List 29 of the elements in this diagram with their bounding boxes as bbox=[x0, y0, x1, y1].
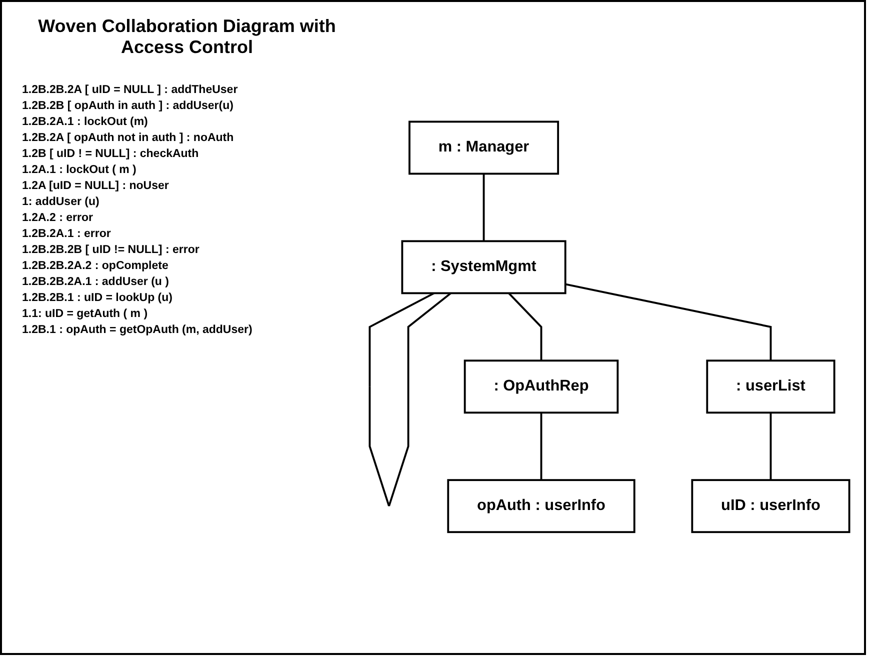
message-label: 1.2B [ uID ! = NULL] : checkAuth bbox=[22, 147, 200, 162]
message-label: 1.2B.2B [ opAuth in auth ] : addUser(u) bbox=[22, 99, 234, 114]
node-box: opAuth : userInfo bbox=[447, 479, 636, 534]
connector bbox=[565, 283, 772, 361]
diagram-title: Woven Collaboration Diagram with Access Control bbox=[37, 16, 337, 58]
message-label: 1.2A.2 : error bbox=[22, 211, 94, 226]
message-label: 1.2B.2B.2B [ uID != NULL] : error bbox=[22, 243, 200, 258]
message-label: 1.1: uID = getAuth ( m ) bbox=[22, 307, 149, 322]
connector bbox=[770, 412, 772, 480]
message-label: 1.2B.2B.2A.2 : opComplete bbox=[22, 259, 170, 274]
message-label: 1.2B.2B.2A [ uID = NULL ] : addTheUser bbox=[22, 83, 239, 98]
connector bbox=[508, 292, 542, 361]
node-box: uID : userInfo bbox=[691, 479, 850, 534]
message-label: 1.2A [uID = NULL] : noUser bbox=[22, 179, 170, 194]
node-box: m : Manager bbox=[408, 120, 560, 175]
node-box: : OpAuthRep bbox=[464, 360, 619, 414]
message-label: 1.2A.1 : lockOut ( m ) bbox=[22, 163, 138, 178]
connector bbox=[482, 174, 485, 242]
message-label: 1.2B.1 : opAuth = getOpAuth (m, addUser) bbox=[22, 323, 254, 338]
node-box: : SystemMgmt bbox=[401, 240, 566, 294]
node-box: : userList bbox=[706, 360, 836, 414]
message-label: 1.2B.2A [ opAuth not in auth ] : noAuth bbox=[22, 131, 235, 146]
message-label: 1.2B.2A.1 : error bbox=[22, 227, 112, 242]
message-label: 1: addUser (u) bbox=[22, 195, 100, 210]
connector bbox=[540, 412, 542, 480]
message-label: 1.2B.2B.1 : uID = lookUp (u) bbox=[22, 291, 174, 306]
connector bbox=[368, 292, 452, 506]
message-label: 1.2B.2A.1 : lockOut (m) bbox=[22, 115, 149, 130]
message-label: 1.2B.2B.2A.1 : addUser (u ) bbox=[22, 275, 170, 290]
